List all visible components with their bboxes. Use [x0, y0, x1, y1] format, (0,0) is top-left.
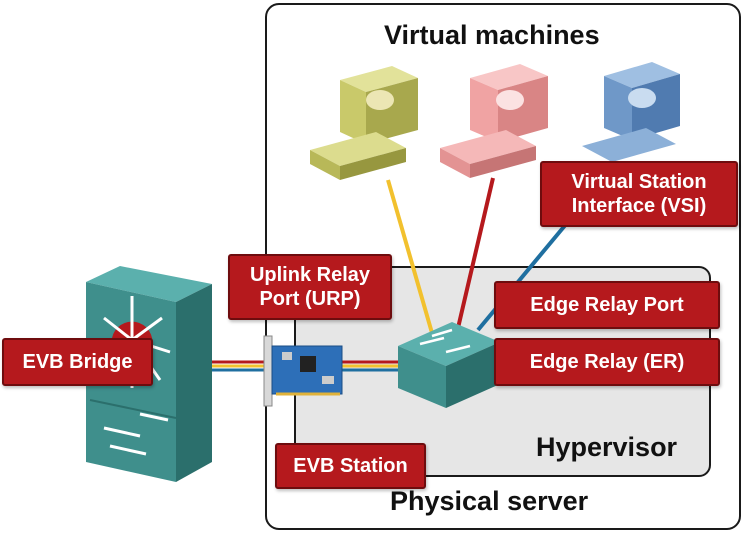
vm-yellow-computer-icon — [310, 66, 418, 180]
vm1-link — [386, 179, 434, 334]
evb-station-label: EVB Station — [275, 443, 426, 489]
edge-relay-switch-icon — [398, 322, 500, 408]
hypervisor-heading: Hypervisor — [536, 432, 678, 462]
vm2-link — [456, 177, 495, 329]
uplink-relay-port-label: Uplink Relay Port (URP) — [228, 254, 392, 320]
physical-server-heading: Physical server — [390, 486, 589, 516]
vm-blue-computer-icon — [582, 62, 680, 162]
vsi-label: Virtual Station Interface (VSI) — [540, 161, 738, 227]
edge-relay-port-label: Edge Relay Port — [494, 281, 720, 329]
network-card-icon — [263, 335, 343, 407]
evb-bridge-label: EVB Bridge — [2, 338, 153, 386]
uplink-cable — [210, 360, 402, 372]
vm-pink-computer-icon — [440, 64, 548, 178]
edge-relay-label: Edge Relay (ER) — [494, 338, 720, 386]
virtual-machines-heading: Virtual machines — [384, 20, 600, 50]
